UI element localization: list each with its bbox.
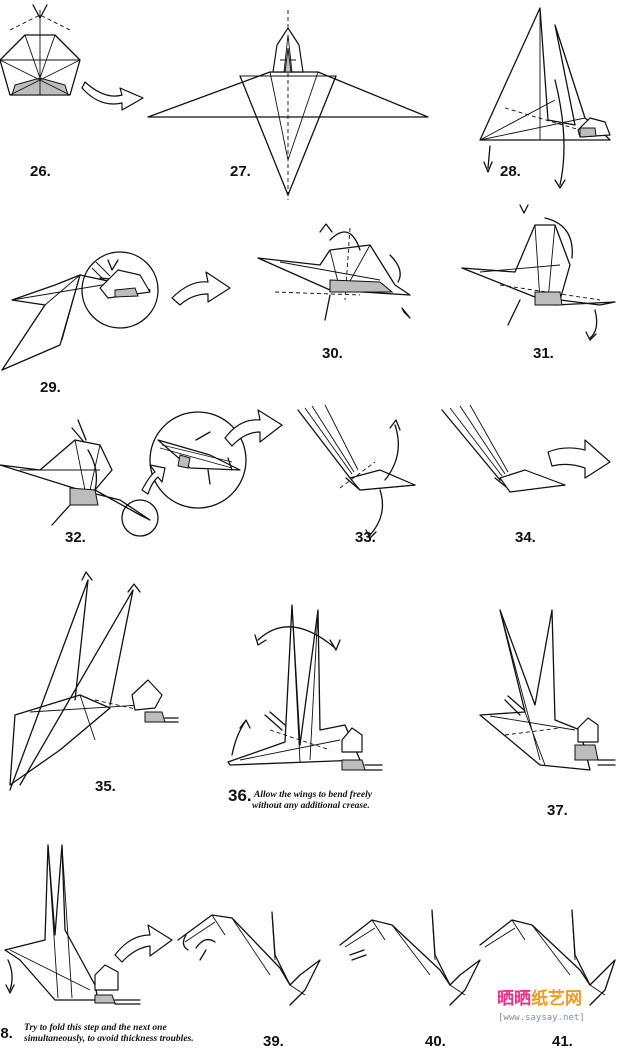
step-label-38: 38. [0, 1025, 13, 1042]
step-note-36-line2: without any additional crease. [252, 801, 370, 811]
step-label-40: 40. [425, 1033, 446, 1050]
step-label-29: 29. [40, 379, 61, 396]
step-label-30: 30. [322, 345, 343, 362]
step-label-34: 34. [515, 529, 536, 546]
step-40-figure [339, 909, 481, 1006]
watermark-title: 晒晒纸艺网 [497, 988, 582, 1009]
step-29-figure [1, 251, 159, 371]
step-label-31: 31. [533, 345, 554, 362]
step-26-figure [0, 4, 81, 96]
step-label-41: 41. [552, 1033, 573, 1050]
arrow-34-35 [547, 439, 611, 479]
arrow-32-zoom [141, 464, 166, 495]
step-35-figure [9, 571, 179, 791]
step-label-35: 35. [95, 778, 116, 795]
step-note-38-line2: simultaneously, to avoid thickness troub… [23, 1034, 194, 1044]
step-33-figure [297, 404, 416, 539]
step-39-figure [177, 911, 321, 1006]
step-note-36-line1: Allow the wings to bend freely [253, 790, 373, 800]
step-label-37: 37. [547, 802, 568, 819]
step-28-figure [479, 7, 611, 189]
arrow-26-27 [81, 81, 144, 111]
step-label-36: 36. [228, 786, 252, 805]
step-27-figure [147, 10, 429, 200]
step-37-figure [479, 609, 616, 771]
step-34-figure [441, 404, 566, 493]
step-note-38-line1: Try to fold this step and the next one [24, 1023, 167, 1033]
step-41-figure [479, 909, 616, 1006]
step-label-27: 27. [230, 163, 251, 180]
step-label-39: 39. [263, 1033, 284, 1050]
step-label-33: 33. [355, 529, 376, 546]
step-31-figure [461, 204, 616, 341]
step-label-26: 26. [30, 163, 51, 180]
watermark-url: [www.saysay.net] [498, 1013, 585, 1023]
step-label-32: 32. [65, 529, 86, 546]
step-32-figure [0, 411, 247, 537]
arrow-29-30 [171, 271, 231, 306]
step-38-figure [4, 844, 141, 1005]
step-label-28: 28. [500, 163, 521, 180]
arrow-32-33 [224, 409, 283, 447]
arrow-38-39 [114, 924, 173, 963]
step-30-figure [257, 223, 411, 321]
step-36-figure [227, 604, 383, 771]
